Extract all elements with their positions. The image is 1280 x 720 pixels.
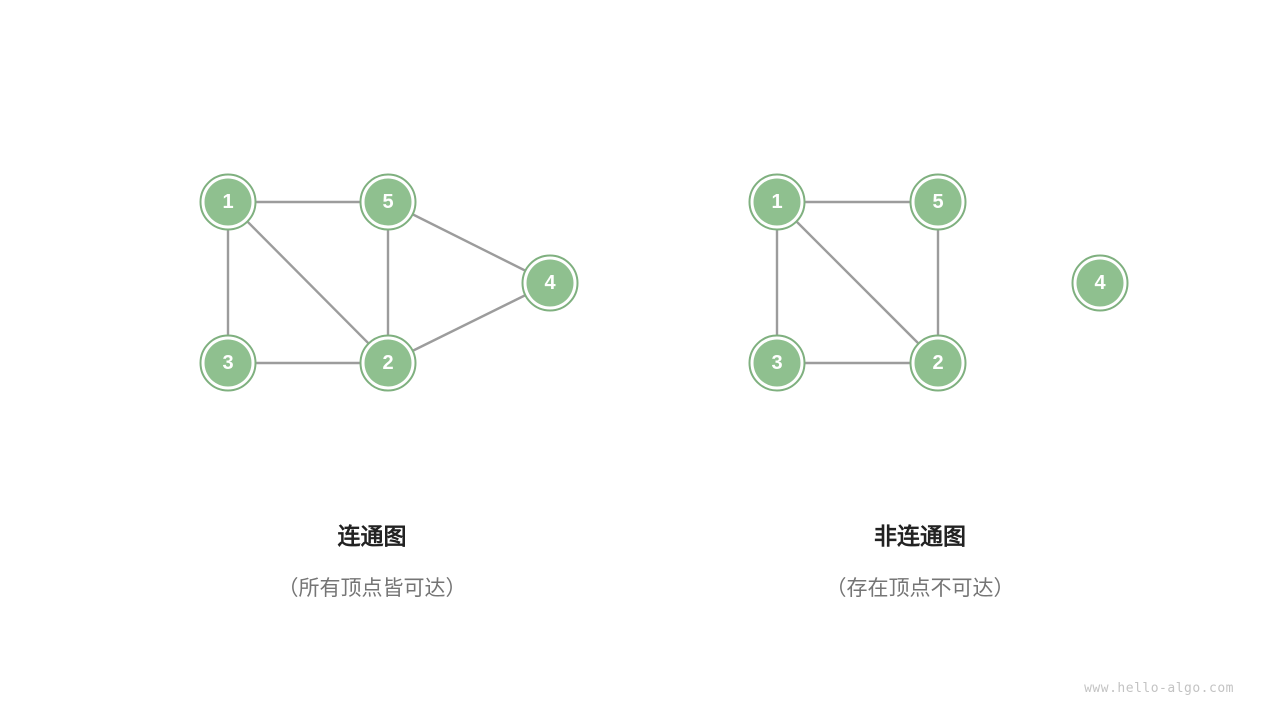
node-label: 5: [382, 191, 393, 213]
connected-graph-node-3: 3: [199, 334, 257, 392]
node-label: 5: [932, 191, 943, 213]
node-fill-circle: [526, 259, 574, 307]
node-label: 4: [1094, 272, 1106, 294]
disconnected-graph-subtitle: （存在顶点不可达）: [825, 577, 1015, 600]
node-fill-circle: [914, 339, 962, 387]
connected-graph-node-5: 5: [359, 173, 417, 231]
disconnected-graph-title: 非连通图: [874, 523, 966, 549]
graph-edge-2-4: [387, 281, 551, 365]
connected-graph-title: 连通图: [337, 523, 407, 549]
node-fill-circle: [364, 339, 412, 387]
disconnected-graph-node-1: 1: [748, 173, 806, 231]
node-label: 2: [382, 352, 393, 374]
node-fill-circle: [914, 178, 962, 226]
node-label: 4: [544, 272, 556, 294]
disconnected-graph-node-5: 5: [909, 173, 967, 231]
connected-graph-node-2: 2: [359, 334, 417, 392]
node-label: 2: [932, 352, 943, 374]
graph-edge-1-2: [776, 201, 939, 364]
node-label: 3: [771, 352, 782, 374]
node-fill-circle: [1076, 259, 1124, 307]
node-fill-circle: [753, 339, 801, 387]
connected-graph-subtitle: （所有顶点皆可达）: [277, 577, 467, 600]
node-fill-circle: [204, 178, 252, 226]
node-fill-circle: [753, 178, 801, 226]
connected-graph-node-1: 1: [199, 173, 257, 231]
graph-edge-1-2: [227, 201, 389, 364]
disconnected-graph-node-4: 4: [1071, 254, 1129, 312]
graph-edge-5-4: [387, 200, 551, 285]
node-label: 3: [222, 352, 233, 374]
node-label: 1: [771, 191, 782, 213]
connected-graph-node-4: 4: [521, 254, 579, 312]
node-fill-circle: [204, 339, 252, 387]
disconnected-graph-node-3: 3: [748, 334, 806, 392]
node-fill-circle: [364, 178, 412, 226]
watermark: www.hello-algo.com: [1084, 681, 1234, 696]
disconnected-graph-node-2: 2: [909, 334, 967, 392]
node-label: 1: [222, 191, 233, 213]
